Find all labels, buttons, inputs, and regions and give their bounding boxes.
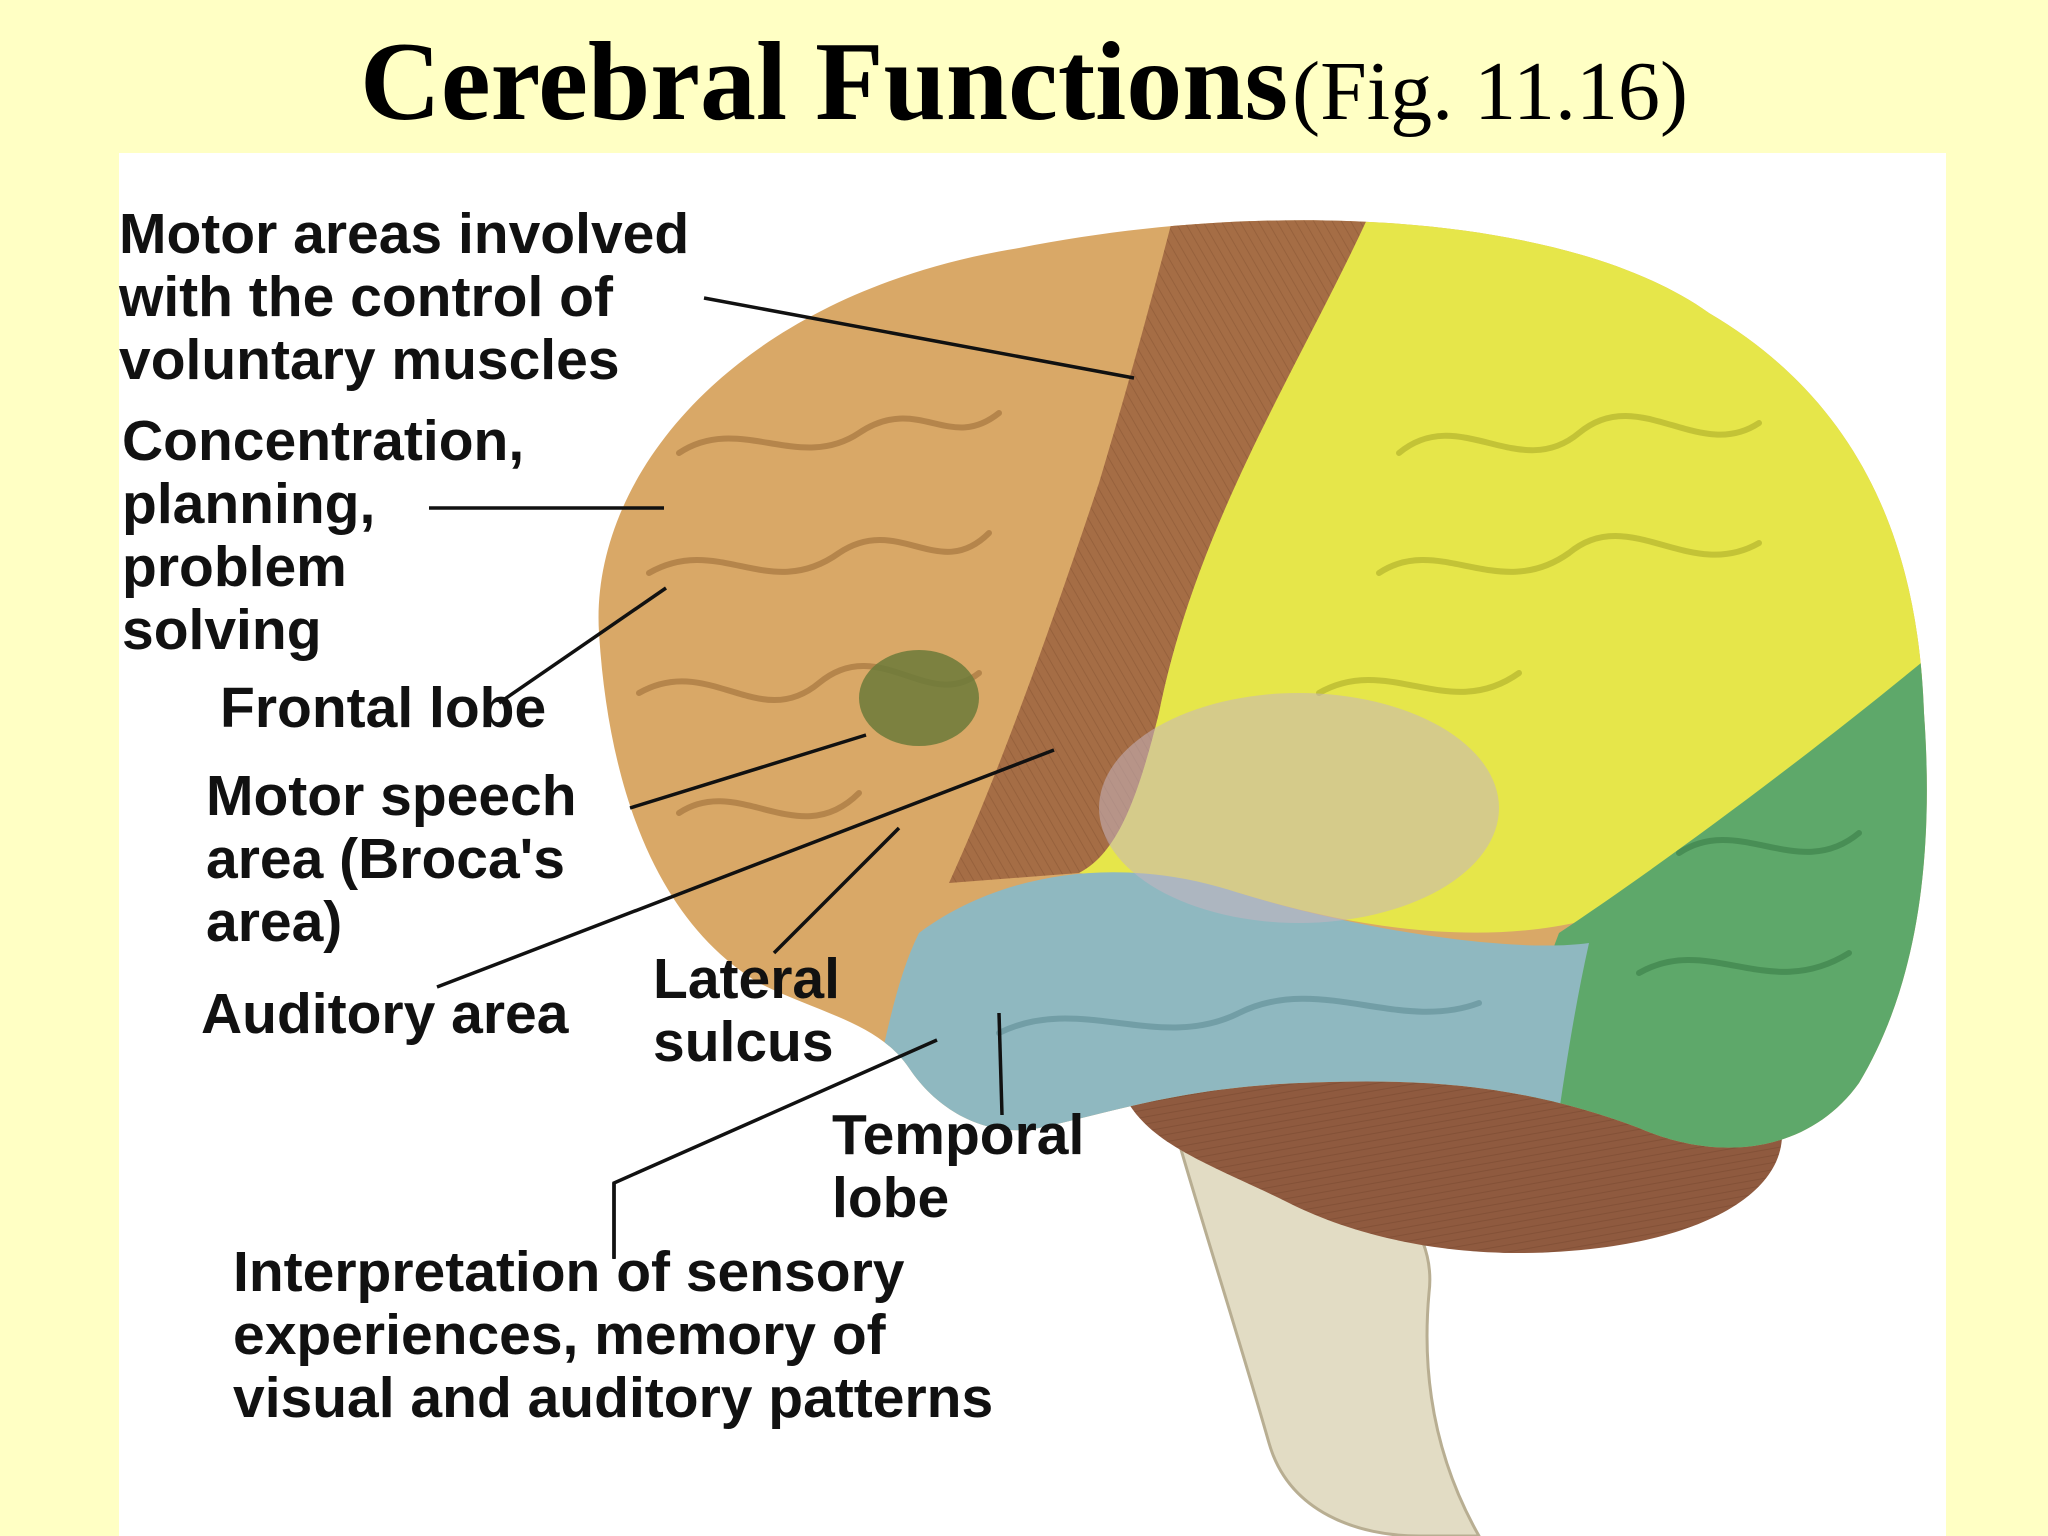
label-frontal-lobe: Frontal lobe <box>220 676 547 740</box>
leader-lines <box>429 296 1135 1259</box>
label-lateral-sulcus: Lateral sulcus <box>653 947 840 1074</box>
label-temporal-lobe: Temporal lobe <box>832 1103 1085 1230</box>
gyri-lines <box>636 410 1862 1036</box>
label-concentration: Concentration, planning, problem solving <box>122 409 525 662</box>
figure-panel: Motor areas involved with the control of… <box>119 153 1946 1536</box>
label-motor-areas: Motor areas involved with the control of… <box>119 202 690 392</box>
label-interpretation: Interpretation of sensory experiences, m… <box>233 1240 994 1430</box>
title-main: Cerebral Functions <box>360 20 1289 144</box>
brain-illustration <box>429 220 1927 1536</box>
label-auditory-area: Auditory area <box>201 982 569 1046</box>
brocas-area <box>859 650 979 746</box>
figure-reference: (Fig. 11.16) <box>1292 45 1688 138</box>
slide-title: Cerebral Functions (Fig. 11.16) <box>0 18 2048 147</box>
temporal-lobe <box>819 872 1589 1148</box>
label-motor-speech: Motor speech area (Broca's area) <box>206 764 577 954</box>
auditory-area <box>1099 693 1499 923</box>
